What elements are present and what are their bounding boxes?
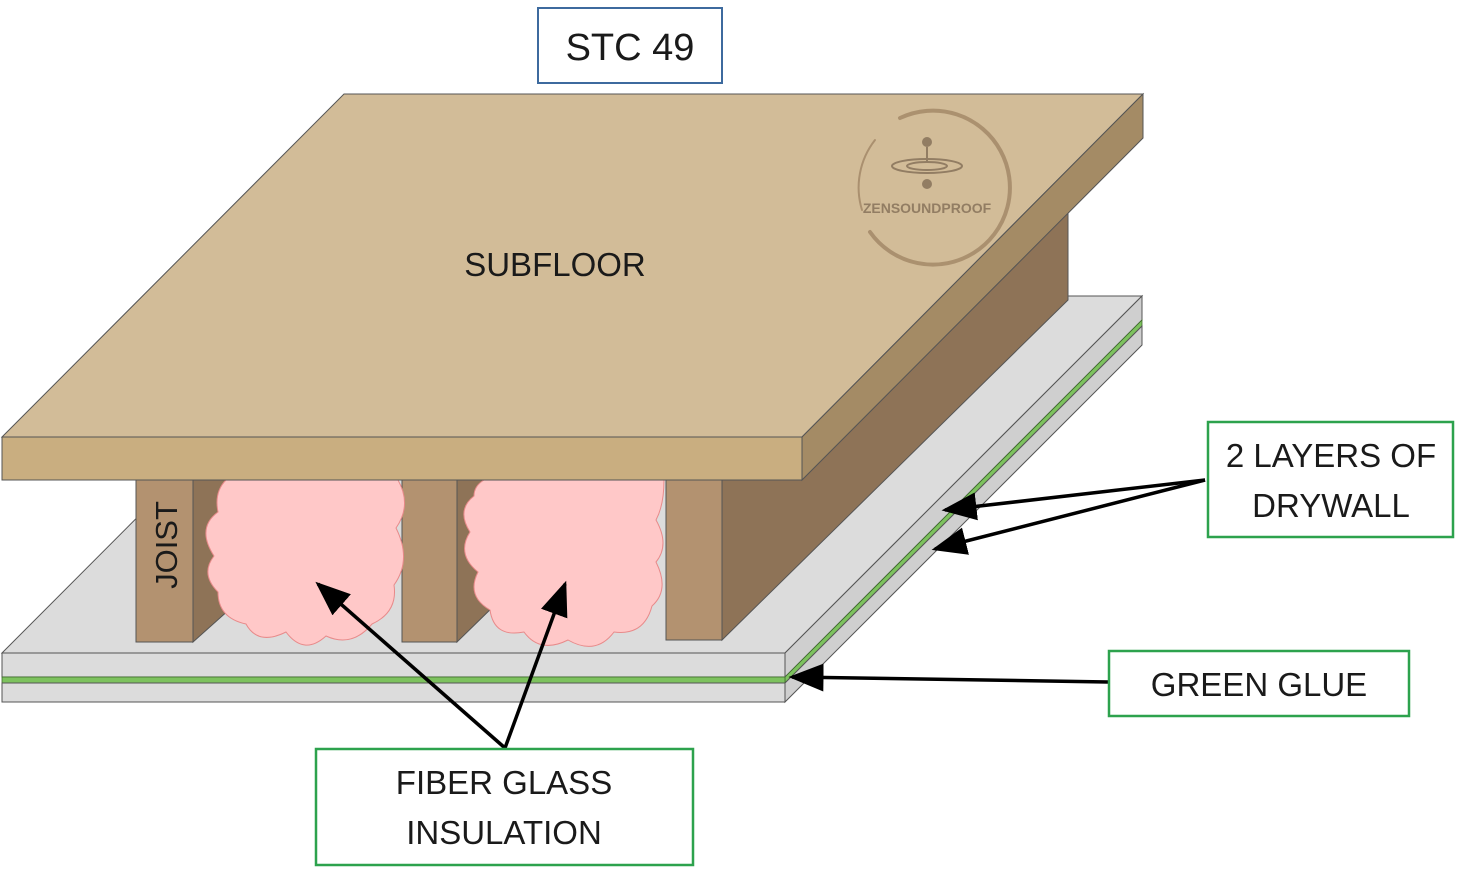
title-text: STC 49 <box>566 27 695 69</box>
subfloor-label: SUBFLOOR <box>464 246 646 283</box>
title-box: STC 49 <box>537 7 723 84</box>
green-glue-front <box>1 676 786 684</box>
logo-drop-top <box>922 137 932 147</box>
joist-label: JOIST <box>149 501 184 589</box>
arrow-green-glue <box>788 663 1109 692</box>
callout-arrows <box>315 478 1206 750</box>
arrow-drywall-lower <box>931 478 1206 555</box>
logo-ripple-outer <box>891 158 963 174</box>
fiberglass-insulation <box>205 479 665 647</box>
drywall-front-lower <box>1 682 786 703</box>
arrow-insulation-right <box>503 580 568 749</box>
logo-drop-bottom <box>922 179 932 189</box>
joist-2 <box>401 479 458 643</box>
arrow-insulation-left <box>315 581 507 750</box>
zensoundproof-logo: ZENSOUNDPROOF <box>857 108 1012 267</box>
insulation-callout-line1: FIBER GLASS <box>396 764 612 801</box>
insulation-cloud-1 <box>205 479 405 646</box>
logo-ripple-inner <box>906 161 948 171</box>
drywall-callout-line1: 2 LAYERS OF <box>1226 437 1436 474</box>
insulation-cloud-2 <box>463 479 665 647</box>
insulation-callout: FIBER GLASS INSULATION <box>314 747 695 867</box>
drywall-front-upper <box>1 652 786 678</box>
drywall-callout: 2 LAYERS OF DRYWALL <box>1206 420 1455 539</box>
logo-brush-circle <box>868 108 1012 267</box>
logo-text: ZENSOUNDPROOF <box>863 200 992 216</box>
subfloor: SUBFLOOR <box>0 92 1145 482</box>
insulation-callout-line2: INSULATION <box>406 814 602 851</box>
subfloor-front-face <box>1 436 803 481</box>
arrow-drywall-upper <box>941 478 1206 521</box>
joist-3 <box>665 479 723 641</box>
drywall-callout-line2: DRYWALL <box>1252 487 1410 524</box>
green-glue-callout: GREEN GLUE <box>1107 649 1411 718</box>
green-glue-callout-text: GREEN GLUE <box>1151 666 1367 703</box>
joists <box>135 479 723 644</box>
logo-brush-circle-inner <box>857 139 876 211</box>
